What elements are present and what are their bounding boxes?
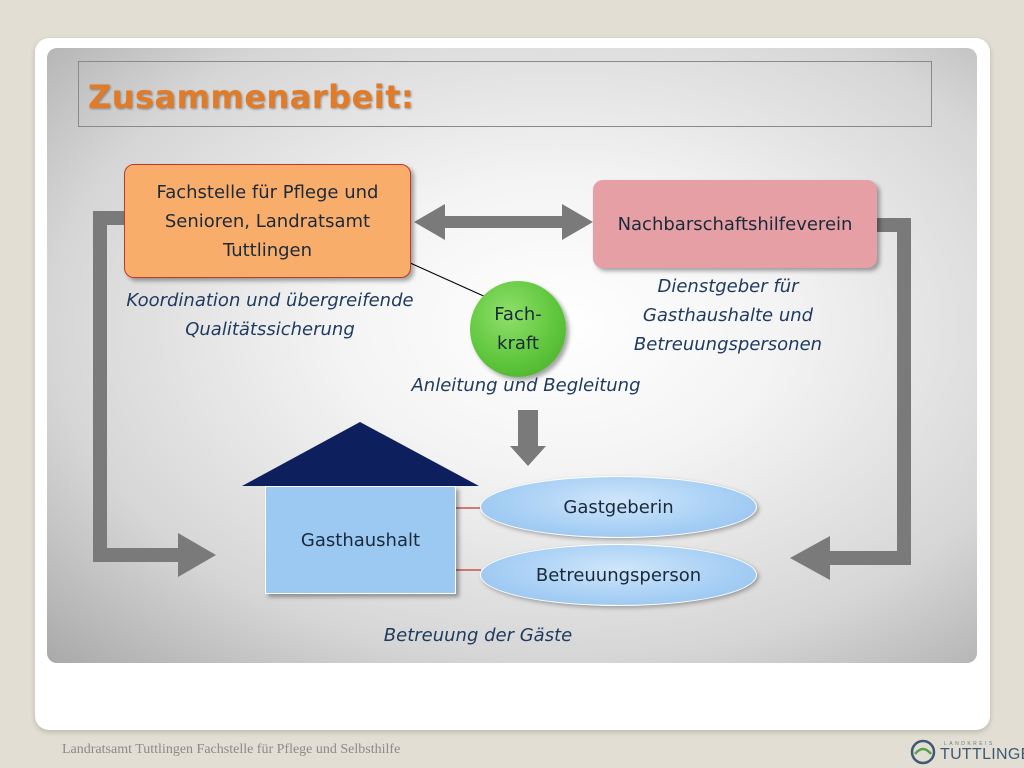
landkreis-tuttlingen-logo: LANDKREIS TUTTLINGEN	[910, 738, 1024, 766]
logo-emblem-icon	[910, 739, 936, 765]
fachkraft-label: Fach- kraft	[494, 300, 542, 358]
fachkraft-circle: Fach- kraft	[470, 281, 566, 377]
dienstgeber-caption: Dienstgeber für Gasthaushalte und Betreu…	[600, 272, 856, 359]
fachkraft-connector-line	[407, 261, 489, 299]
betreuungsperson-ellipse: Betreuungsperson	[480, 544, 757, 606]
house-roof	[242, 422, 479, 486]
logo-top-text: LANDKREIS	[944, 741, 995, 747]
fachkraft-line-1: Fach-	[494, 304, 542, 325]
fachstelle-box: Fachstelle für Pflege und Senioren, Land…	[124, 164, 411, 278]
anleitung-caption: Anleitung und Begleitung	[411, 375, 641, 396]
koordination-line-2: Qualitätssicherung	[185, 319, 355, 340]
betreuungsperson-label: Betreuungsperson	[535, 564, 702, 586]
koordination-line-1: Koordination und übergreifende	[126, 290, 414, 311]
nachbarschaftshilfeverein-box: Nachbarschaftshilfeverein	[593, 180, 877, 268]
dienstgeber-line-3: Betreuungspersonen	[633, 334, 823, 355]
betreuung-caption: Betreuung der Gäste	[383, 625, 573, 646]
dienstgeber-line-2: Gasthaushalte und	[642, 305, 814, 326]
fachstelle-label: Fachstelle für Pflege und Senioren, Land…	[157, 178, 379, 265]
fachkraft-line-2: kraft	[497, 333, 539, 354]
gasthaushalt-house-body: Gasthaushalt	[265, 486, 456, 594]
slide-title: Zusammenarbeit:	[88, 78, 415, 116]
gastgeberin-label: Gastgeberin	[563, 496, 674, 518]
down-arrow	[510, 410, 546, 466]
logo-name-text: TUTTLINGEN	[940, 746, 1024, 763]
title-frame	[78, 61, 932, 127]
gasthaushalt-label: Gasthaushalt	[300, 529, 421, 551]
gastgeberin-ellipse: Gastgeberin	[480, 476, 757, 538]
fachstelle-line-3: Tuttlingen	[222, 239, 313, 261]
footer-text: Landratsamt Tuttlingen Fachstelle für Pf…	[62, 742, 401, 757]
fachstelle-line-2: Senioren, Landratsamt	[164, 210, 371, 232]
fachstelle-line-1: Fachstelle für Pflege und	[156, 181, 379, 203]
double-arrow	[414, 204, 593, 240]
dienstgeber-line-1: Dienstgeber für	[657, 276, 799, 297]
right-flow-arrow	[790, 218, 911, 580]
left-flow-arrow	[93, 211, 216, 577]
koordination-caption: Koordination und übergreifende Qualitäts…	[110, 286, 430, 344]
nachbarschaftshilfeverein-label: Nachbarschaftshilfeverein	[617, 213, 853, 235]
